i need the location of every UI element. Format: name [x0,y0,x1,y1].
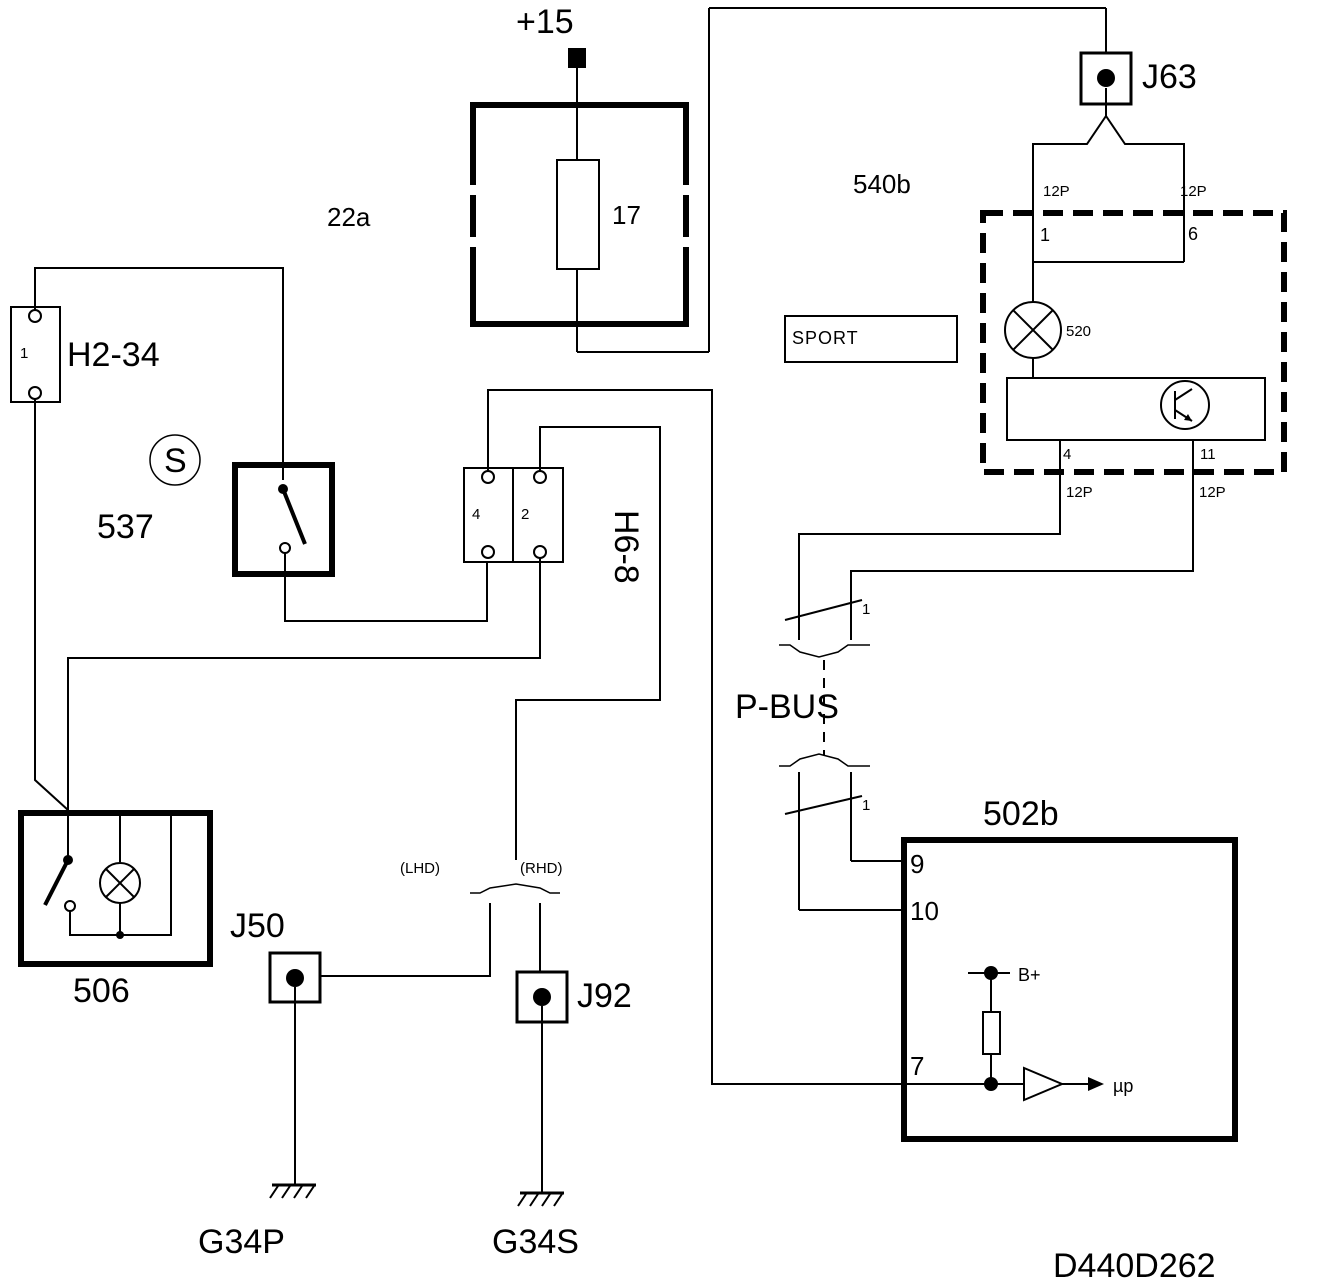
ref-540b: 540b [853,169,911,199]
g34s-label: G34S [492,1223,579,1261]
j50-label: J50 [230,907,285,945]
sport-box [784,315,958,363]
bplus-label: B+ [1018,965,1041,985]
s-symbol-letter: S [164,442,187,480]
ref-537: 537 [97,508,154,546]
pin-540b-6: 6 [1188,224,1198,244]
buffer-icon [1023,1066,1065,1102]
switch-537 [232,462,488,622]
j63-label: J63 [1142,58,1197,96]
pin-540b-4: 4 [1063,446,1071,463]
rhd-label: (RHD) [520,860,563,877]
ref-506: 506 [73,972,130,1010]
pullup-resistor [982,1011,1001,1055]
pin-540b-1: 1 [1040,225,1050,245]
lhd-label: (LHD) [400,860,440,877]
p-bus-label: P-BUS [735,688,839,726]
lamp-520-label: 520 [1066,323,1091,340]
j92-label: J92 [577,977,632,1015]
fuse-box [470,102,689,327]
module-506 [18,810,213,967]
conn-12p-6: 12P [1180,183,1207,200]
ground-g34s-icon [517,1191,564,1207]
transistor-icon [1160,380,1210,430]
connector-h2-34 [10,306,61,403]
module-540b [980,210,1287,490]
bus-pin-lower: 1 [862,797,870,814]
pin-502b-10: 10 [910,896,939,926]
h2-34-pin: 1 [20,345,28,362]
up-label: µp [1113,1076,1133,1096]
conn-12p-11: 12P [1199,484,1226,501]
sport-label: SPORT [792,328,859,348]
h6-8-pin-2: 2 [521,506,529,523]
h6-8-pin-4: 4 [472,506,480,523]
h2-34-label: H2-34 [67,336,160,374]
module-502b [901,837,1238,1142]
lamp-506-icon [99,862,141,904]
ground-g34p-icon [269,1183,316,1199]
p-bus-wiring [779,490,1194,911]
g34p-label: G34P [198,1223,285,1261]
ref-502b: 502b [983,795,1059,833]
input-circuit [904,966,1104,1102]
pin-540b-11: 11 [1200,446,1216,463]
fuse-value-label: 17 [612,200,641,230]
conn-12p-4: 12P [1066,484,1093,501]
pin-502b-7: 7 [910,1051,924,1081]
fuse-element [556,159,600,270]
driver-block [1006,377,1266,441]
supply-label: +15 [516,3,574,41]
conn-12p-1: 12P [1043,183,1070,200]
h6-8-label: H6-8 [607,510,645,584]
supply-terminal [568,48,586,68]
connector-j63 [1079,51,1133,106]
s-symbol-icon [149,434,201,486]
bus-pin-upper: 1 [862,601,870,618]
connector-h6-8 [463,467,564,563]
fuse-22a [466,7,1107,353]
diagram-code: D440D262 [1053,1247,1216,1284]
fuse-ref-label: 22a [327,202,371,232]
lamp-520-icon [1004,301,1062,359]
pin-502b-9: 9 [910,849,924,879]
